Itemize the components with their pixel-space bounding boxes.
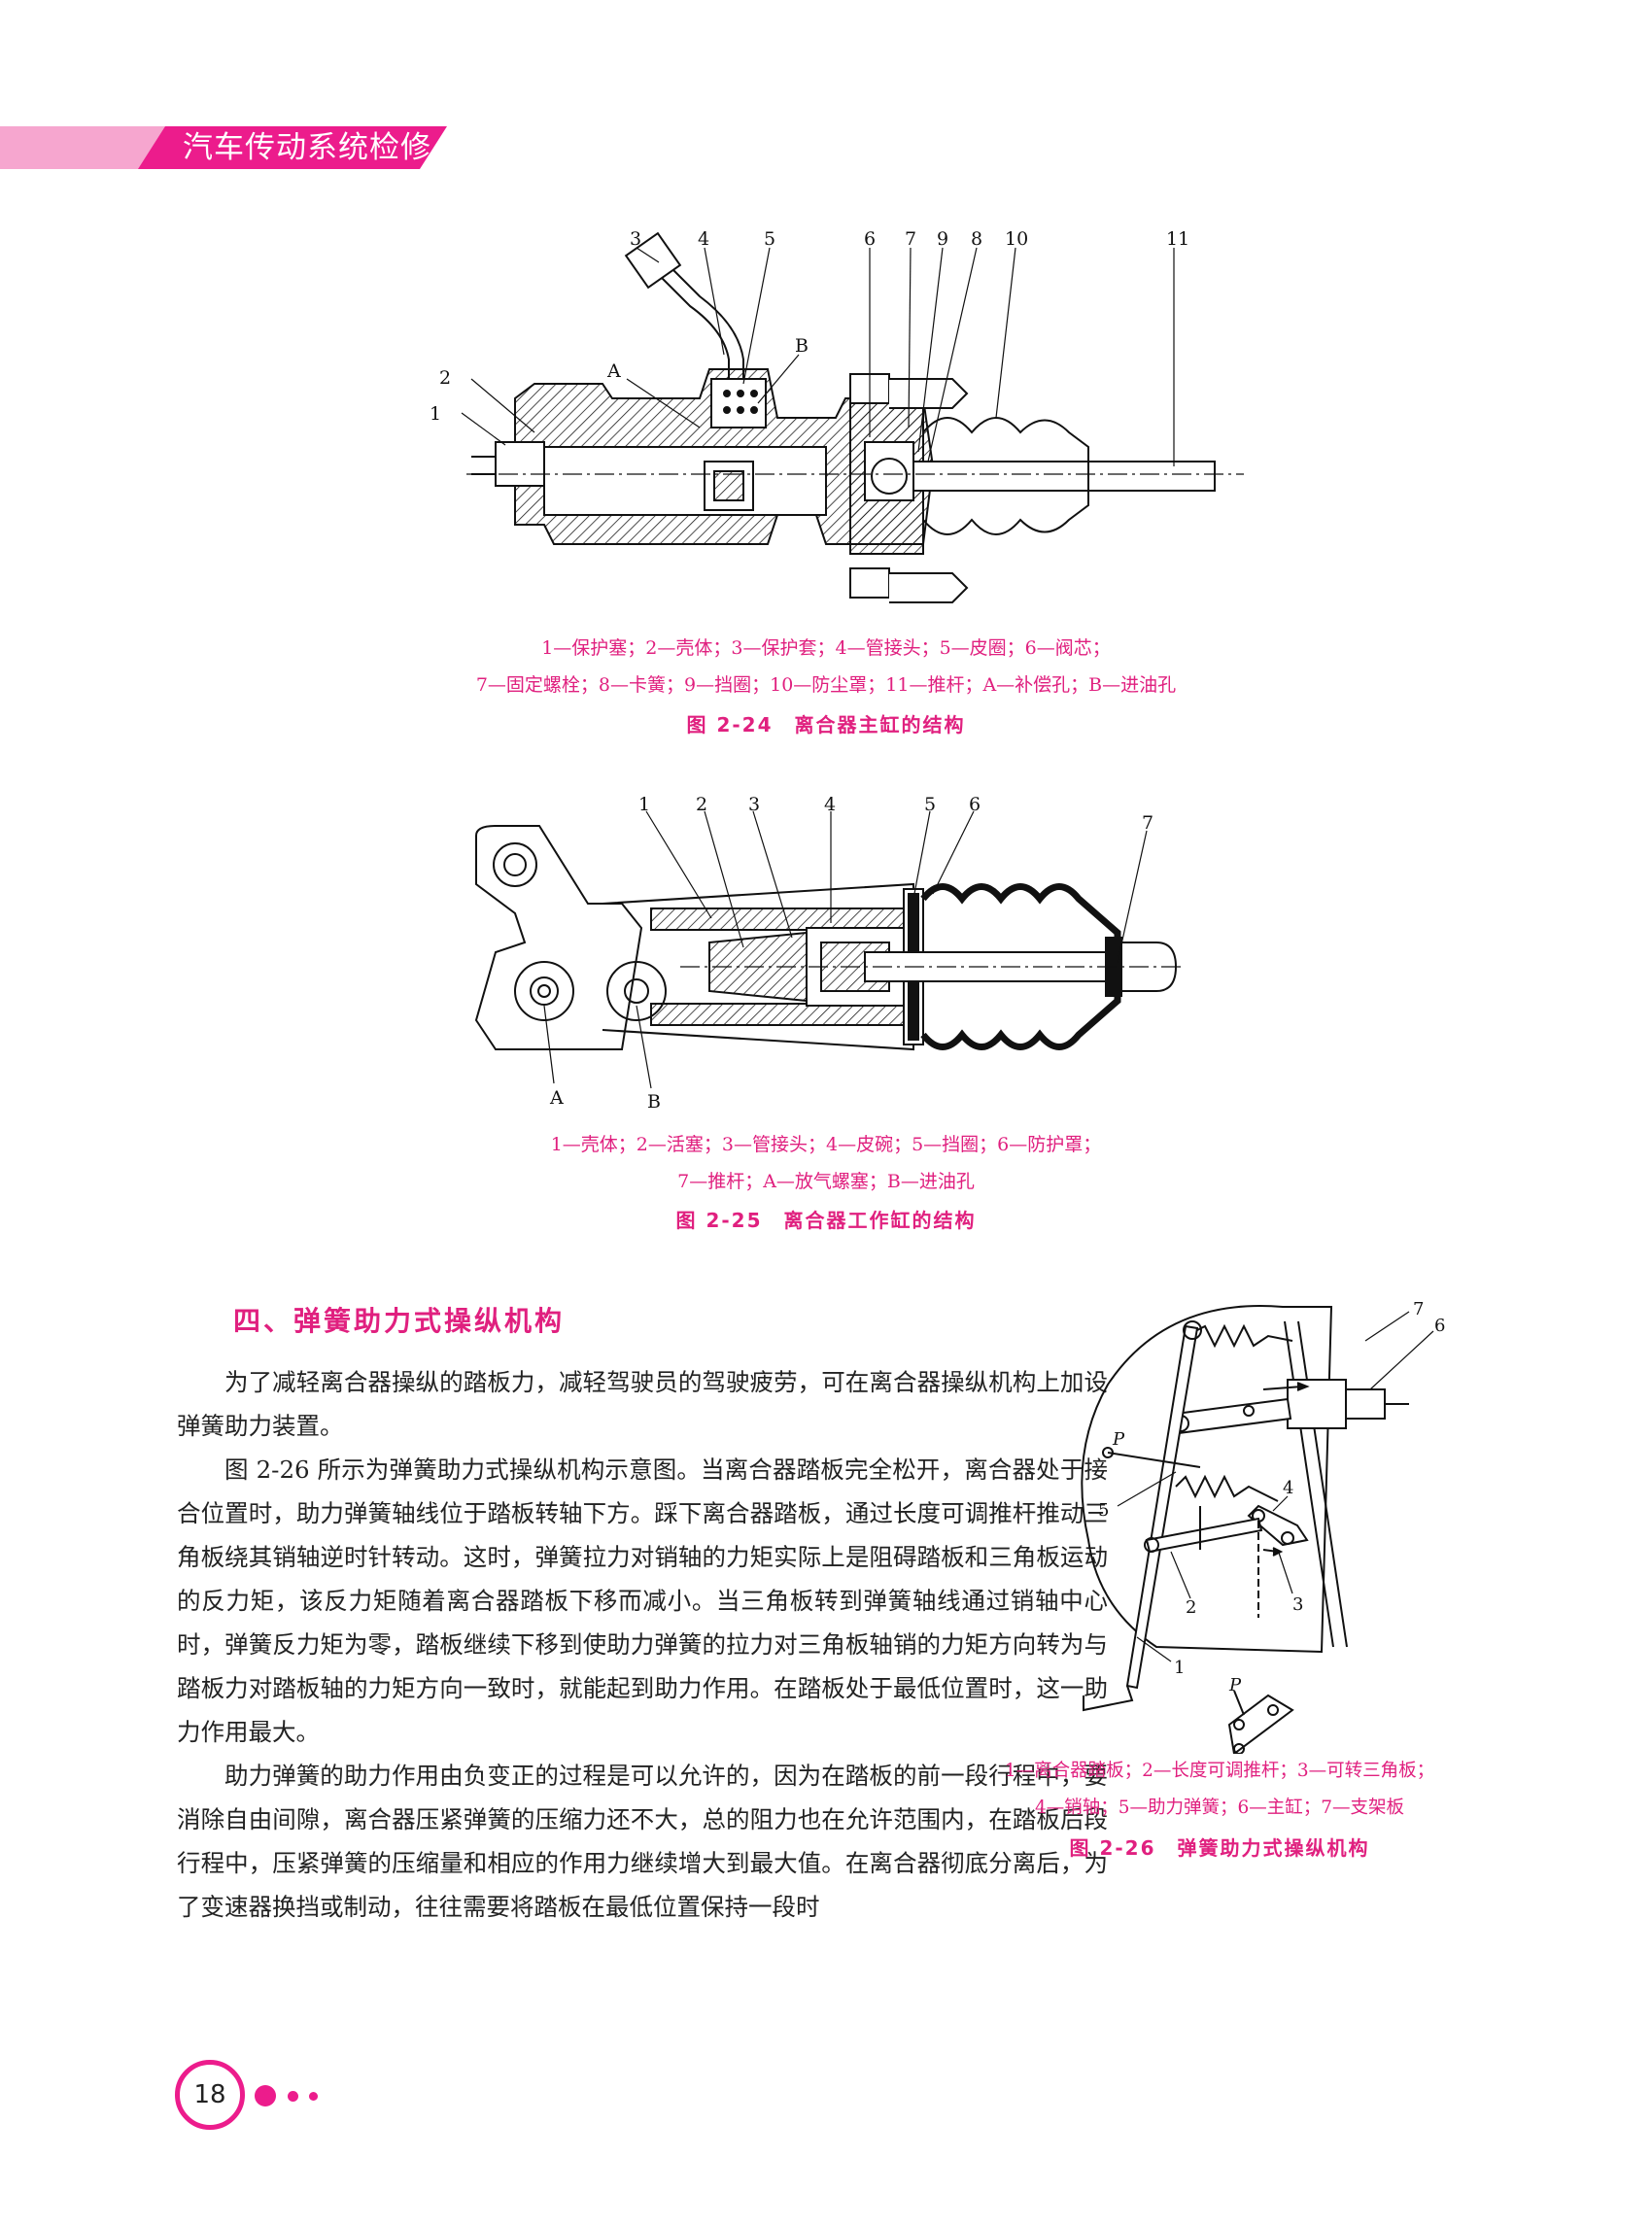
fig24-label-11: 11: [1166, 228, 1189, 250]
fig24-label-8: 8: [971, 228, 982, 250]
paragraph-3: 助力弹簧的助力作用由负变正的过程是可以允许的，因为在踏板的前一段行程中，要消除自…: [177, 1762, 1108, 1921]
fig26-label-2: 2: [1186, 1597, 1196, 1618]
page-number: 18: [175, 2060, 245, 2130]
fig25-title: 图 2-25 离合器工作缸的结构: [675, 1209, 977, 1232]
fig24-caption-line2: 7—固定螺栓；8—卡簧；9—挡圈；10—防尘罩；11—推杆；A—补偿孔；B—进油…: [475, 674, 1177, 696]
fig26-caption-line1: 1—离合器踏板；2—长度可调推杆；3—可转三角板；: [1004, 1761, 1435, 1781]
fig26-label-P-upper: P: [1112, 1429, 1125, 1450]
fig26-label-P-lower: P: [1228, 1675, 1242, 1695]
fig25-caption-line1: 1—壳体；2—活塞；3—管接头；4—皮碗；5—挡圈；6—防护罩；: [550, 1134, 1102, 1155]
fig24-label-1: 1: [430, 403, 441, 425]
fig26-label-6: 6: [1434, 1316, 1445, 1336]
fig24-label-9: 9: [937, 228, 948, 250]
fig25-label-1: 1: [638, 797, 650, 815]
body-text: 为了减轻离合器操纵的踏板力，减轻驾驶员的驾驶疲劳，可在离合器操纵机构上加设弹簧助…: [177, 1360, 1477, 1929]
fig25-label-5: 5: [924, 797, 936, 815]
footer-dot-medium: [288, 2091, 298, 2102]
fig24-label-B: B: [795, 335, 809, 357]
figure-2-26-drawing: 7 6 P 5 4 2 3 P 1: [1059, 1297, 1477, 1754]
fig25-label-4: 4: [824, 797, 836, 815]
fig25-label-6: 6: [969, 797, 981, 815]
section-heading: 四、弹簧助力式操纵机构: [233, 1305, 566, 1337]
fig25-label-2: 2: [696, 797, 707, 815]
fig26-label-5: 5: [1098, 1500, 1109, 1521]
paragraph-2: 图 2-26 所示为弹簧助力式操纵机构示意图。当离合器踏板完全松开，离合器处于接…: [177, 1455, 1108, 1746]
header-accent: [0, 126, 165, 169]
running-header-title: 汽车传动系统检修: [183, 130, 431, 165]
fig25-label-A: A: [549, 1087, 564, 1109]
fig26-label-3: 3: [1292, 1594, 1303, 1615]
fig24-label-4: 4: [698, 228, 709, 250]
fig24-label-5: 5: [764, 228, 775, 250]
fig24-label-2: 2: [439, 367, 451, 389]
fig26-label-1: 1: [1174, 1658, 1185, 1678]
fig26-label-4: 4: [1283, 1478, 1293, 1498]
fig24-caption-line1: 1—保护塞；2—壳体；3—保护套；4—管接头；5—皮圈；6—阀芯；: [541, 637, 1111, 659]
fig24-label-A: A: [606, 360, 621, 382]
paragraph-1: 为了减轻离合器操纵的踏板力，减轻驾驶员的驾驶疲劳，可在离合器操纵机构上加设弹簧助…: [177, 1368, 1108, 1440]
fig24-label-7: 7: [905, 228, 916, 250]
fig26-label-7: 7: [1413, 1299, 1424, 1319]
figure-2-24-drawing: 1 2 3 4 5 6 7 9 8 10 11 A B: [408, 223, 1244, 632]
fig24-label-6: 6: [864, 228, 876, 250]
fig25-label-B: B: [647, 1091, 661, 1113]
fig26-title: 图 2-26 弹簧助力式操纵机构: [1069, 1836, 1370, 1860]
fig25-caption-line2: 7—推杆；A—放气螺塞；B—进油孔: [677, 1171, 975, 1192]
footer-dot-small: [309, 2092, 318, 2101]
fig25-label-7: 7: [1142, 812, 1153, 834]
figure-2-25-drawing: 1 2 3 4 5 6 7 A B: [457, 797, 1195, 1117]
footer-dot-large: [255, 2085, 276, 2106]
fig24-label-10: 10: [1005, 228, 1028, 250]
fig24-label-3: 3: [630, 228, 641, 250]
fig24-title: 图 2-24 离合器主缸的结构: [686, 713, 966, 736]
fig26-caption-line2: 4—销轴；5—助力弹簧；6—主缸；7—支架板: [1034, 1798, 1405, 1818]
fig25-label-3: 3: [748, 797, 760, 815]
